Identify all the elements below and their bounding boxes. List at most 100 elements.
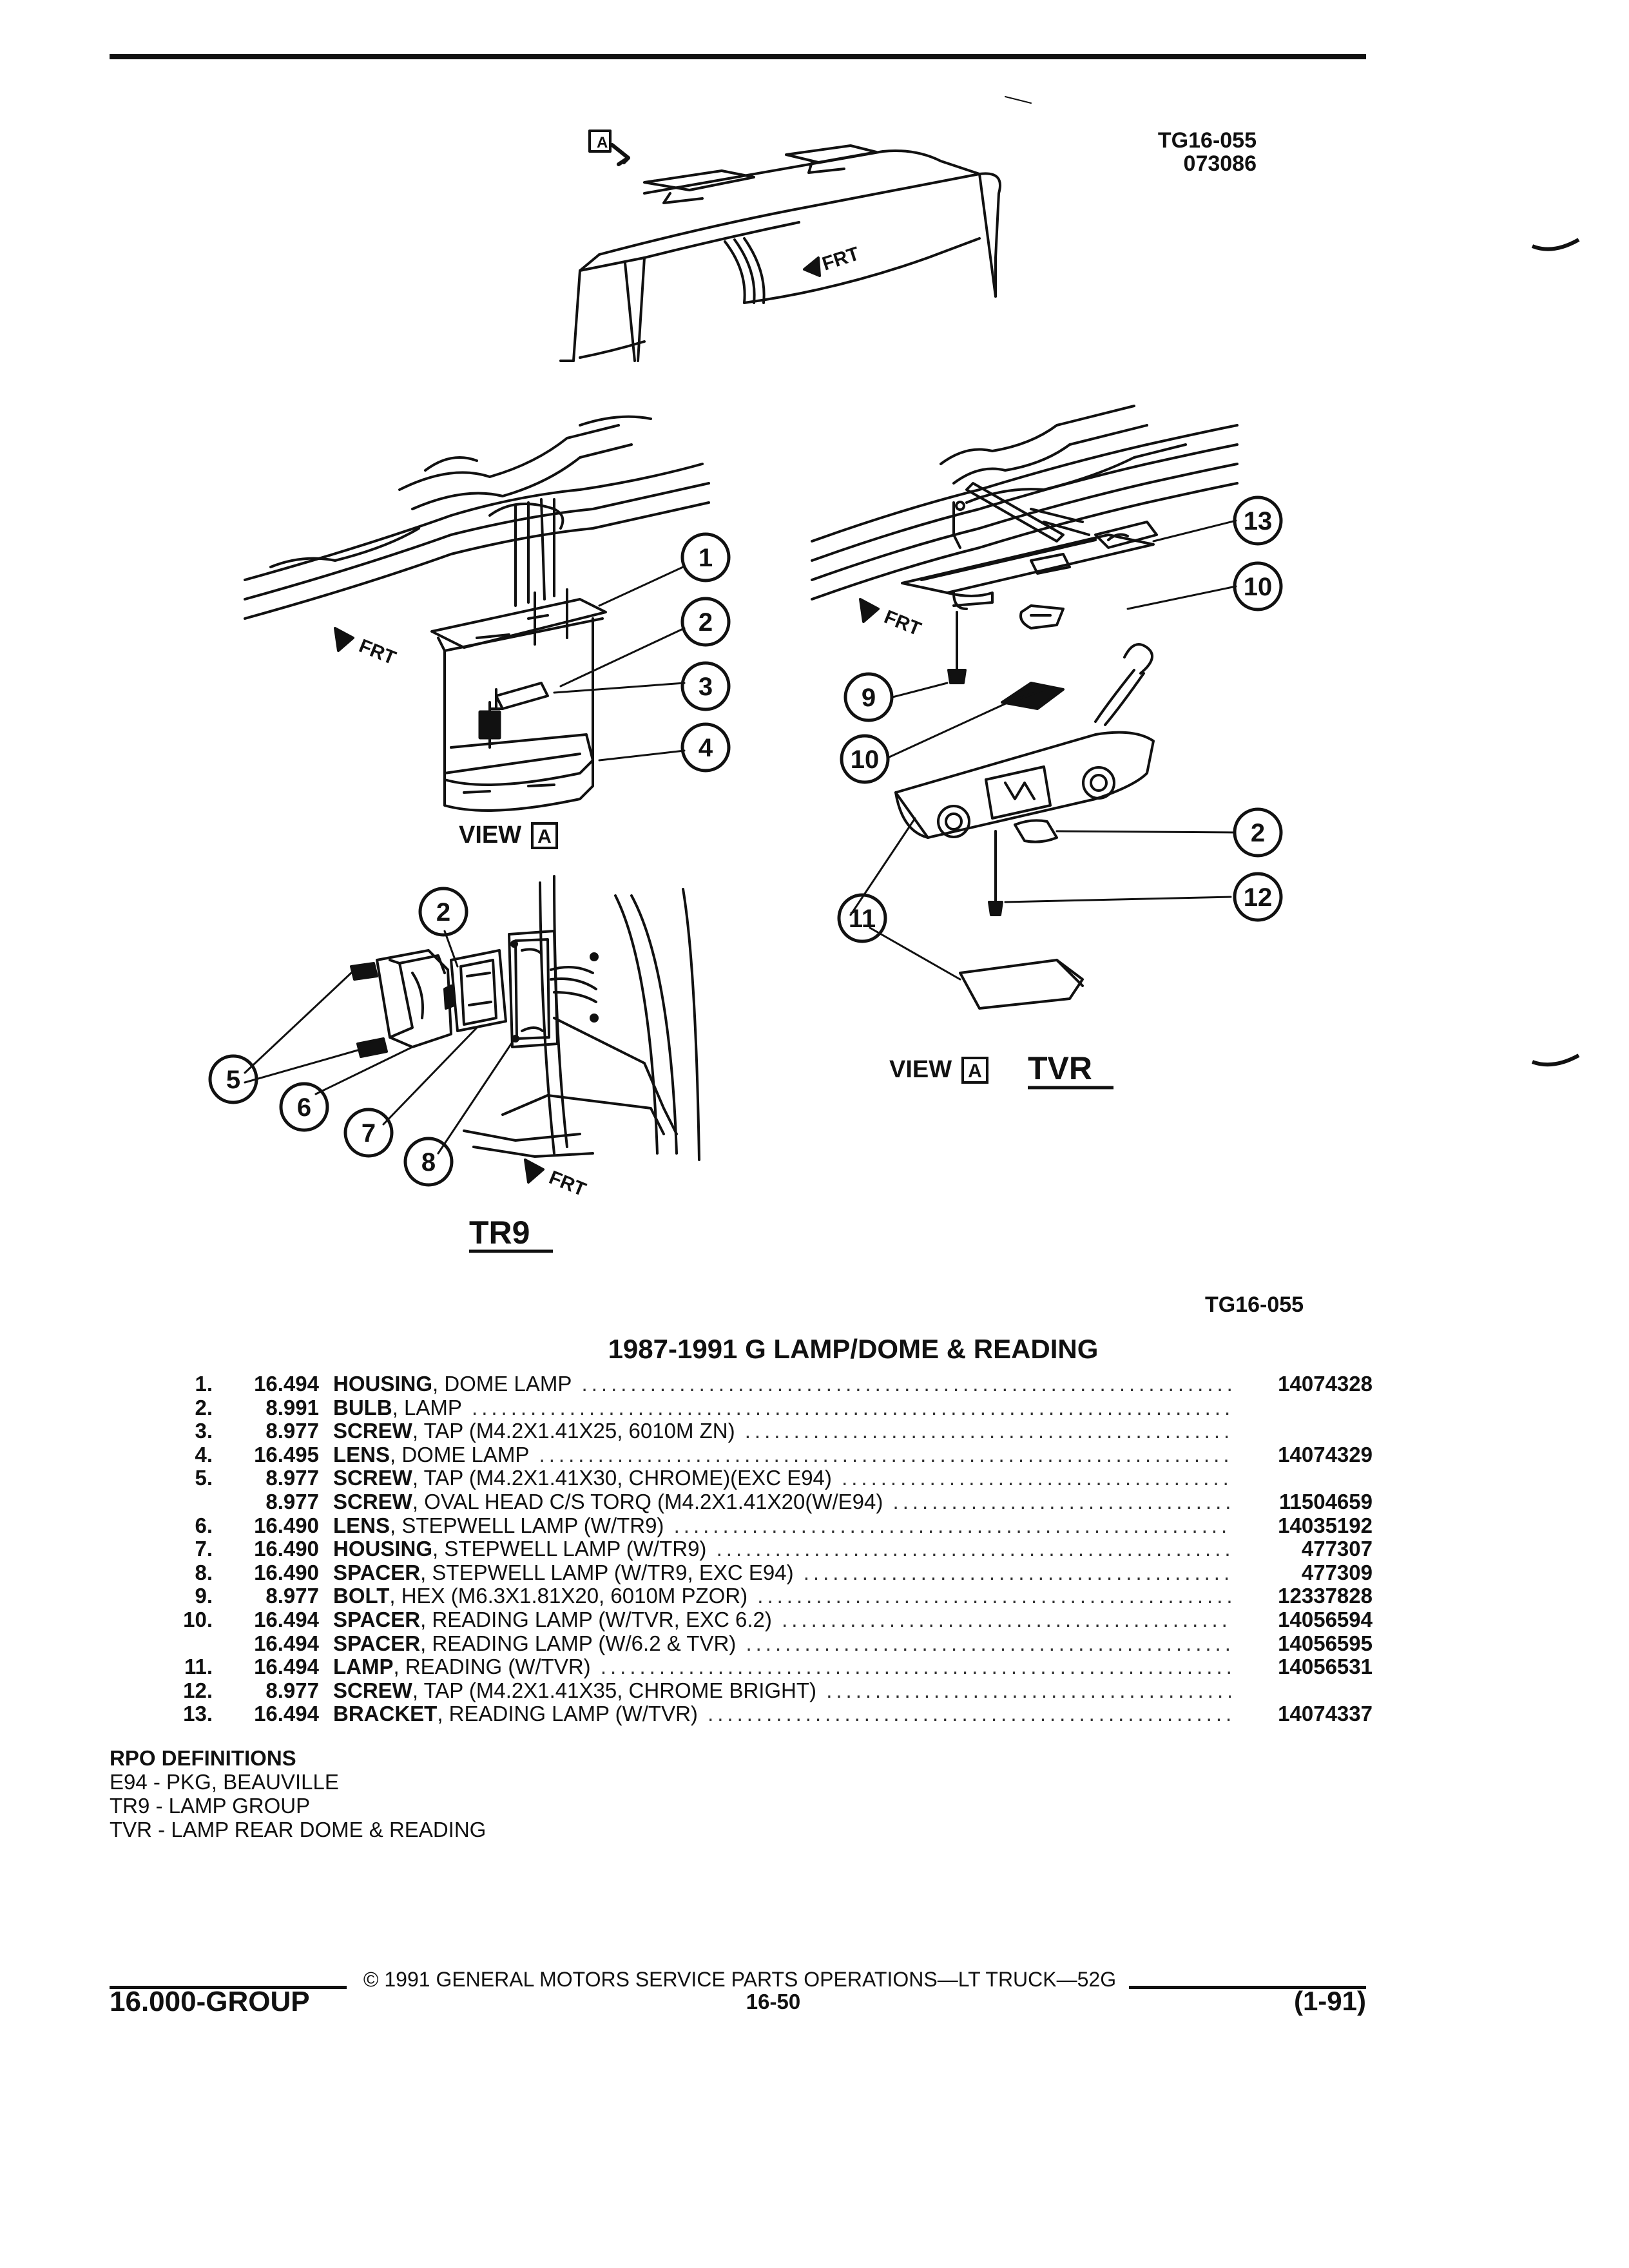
part-group-code: 16.490: [254, 1513, 319, 1537]
part-name: SCREW: [333, 1419, 412, 1443]
part-number-index: 9.: [195, 1584, 213, 1608]
parts-diagram: FRT: [208, 96, 1580, 1253]
leader-dots: ........................................…: [757, 1584, 1231, 1608]
top-rule: [110, 54, 1366, 59]
part-number-index: [148, 1632, 213, 1656]
part-detail: , TAP (M4.2X1.41X25, 6010M ZN): [412, 1419, 735, 1443]
part-number-index: 6.: [195, 1513, 213, 1537]
part-number-index: 12.: [183, 1678, 213, 1702]
svg-text:12: 12: [1244, 883, 1273, 912]
part-group-code: 8.977: [265, 1584, 319, 1608]
leader-dots: ........................................…: [744, 1419, 1231, 1443]
part-detail: , READING (W/TVR): [393, 1655, 591, 1679]
part-catalog-number: 11504659: [1278, 1489, 1373, 1514]
svg-text:10: 10: [1244, 573, 1273, 601]
part-group-code: 8.977: [265, 1419, 319, 1443]
part-name: SCREW: [333, 1490, 412, 1514]
svg-text:10: 10: [851, 745, 880, 774]
part-name: LAMP: [333, 1655, 394, 1679]
svg-text:A: A: [597, 134, 608, 151]
parts-list-title: 1987-1991 G LAMP/DOME & READING: [608, 1334, 1099, 1364]
van-body-illustration: FRT: [559, 96, 1032, 362]
leader-dots: ........................................…: [746, 1631, 1231, 1655]
part-group-code: 16.494: [254, 1655, 319, 1679]
part-detail: , READING LAMP (W/TVR, EXC 6.2): [420, 1608, 772, 1631]
svg-text:FRT: FRT: [546, 1167, 588, 1200]
part-group-code: 8.991: [265, 1395, 319, 1419]
part-group-code: 8.977: [265, 1466, 319, 1490]
leader-dots: ........................................…: [472, 1396, 1231, 1419]
svg-text:9: 9: [862, 684, 876, 712]
part-catalog-number: 14056531: [1278, 1655, 1373, 1679]
part-group-code: 16.494: [254, 1631, 319, 1655]
svg-text:VIEW: VIEW: [889, 1056, 952, 1083]
svg-text:TVR: TVR: [1028, 1050, 1092, 1086]
part-group-code: 16.494: [254, 1702, 319, 1726]
part-catalog-number: 14074329: [1278, 1442, 1373, 1466]
figure-reference: TG16-055: [1205, 1293, 1304, 1317]
part-description: SCREW, TAP (M4.2X1.41X35, CHROME BRIGHT)…: [319, 1679, 1231, 1703]
svg-text:FRT: FRT: [356, 635, 398, 669]
part-name: SCREW: [333, 1678, 412, 1702]
part-group-code: 16.494: [254, 1372, 319, 1396]
part-description: SPACER, READING LAMP (W/TVR, EXC 6.2) ..…: [319, 1608, 1231, 1632]
part-description: BULB, LAMP .............................…: [319, 1396, 1231, 1420]
part-group-code: 16.490: [254, 1537, 319, 1561]
figure-id: TG16-055: [1157, 128, 1257, 153]
leader-dots: ........................................…: [673, 1514, 1231, 1537]
part-number-index: 7.: [195, 1537, 213, 1561]
part-catalog-number: 14035192: [1278, 1513, 1373, 1537]
part-description: LENS, STEPWELL LAMP (W/TR9) ............…: [319, 1514, 1231, 1538]
part-name: SPACER: [333, 1561, 421, 1584]
part-detail: , TAP (M4.2X1.41X30, CHROME)(EXC E94): [412, 1466, 832, 1490]
part-number-index: 11.: [184, 1655, 213, 1679]
footer-date: (1-91): [1293, 1986, 1366, 2016]
part-number-index: 13.: [183, 1702, 213, 1726]
part-detail: , STEPWELL LAMP (W/TR9): [390, 1514, 664, 1537]
part-catalog-number: 14074337: [1278, 1702, 1373, 1726]
callout-circles: [208, 495, 1283, 1187]
part-detail: , TAP (M4.2X1.41X35, CHROME BRIGHT): [412, 1678, 817, 1702]
part-name: HOUSING: [333, 1537, 433, 1561]
leader-dots: ........................................…: [708, 1702, 1231, 1726]
callout-numbers: 1 2 3 4 13 10 9 10 2 12 11 2 5 6 7 8: [226, 507, 1272, 1177]
part-name: LENS: [333, 1514, 390, 1537]
part-name: BRACKET: [333, 1702, 438, 1726]
part-catalog-number: [1231, 1419, 1373, 1443]
part-name: LENS: [333, 1443, 390, 1466]
part-group-code: 16.490: [254, 1560, 319, 1584]
svg-text:5: 5: [226, 1066, 240, 1094]
svg-text:2: 2: [1251, 819, 1265, 847]
svg-text:2: 2: [699, 608, 713, 637]
svg-text:A: A: [968, 1061, 982, 1082]
part-catalog-number: 477307: [1301, 1537, 1373, 1561]
svg-text:4: 4: [699, 734, 713, 762]
svg-text:1: 1: [699, 544, 713, 572]
part-group-code: 8.977: [265, 1489, 319, 1514]
svg-text:6: 6: [297, 1093, 311, 1122]
footer-group: 16.000-GROUP: [110, 1986, 310, 2017]
part-description: HOUSING, STEPWELL LAMP (W/TR9) .........…: [319, 1537, 1231, 1561]
svg-text:13: 13: [1244, 507, 1273, 535]
part-detail: , READING LAMP (W/TVR): [437, 1702, 698, 1726]
part-description: SCREW, OVAL HEAD C/S TORQ (M4.2X1.41X20(…: [319, 1490, 1231, 1514]
part-detail: , DOME LAMP: [432, 1372, 572, 1396]
part-detail: , READING LAMP (W/6.2 & TVR): [420, 1631, 737, 1655]
leader-dots: ........................................…: [842, 1466, 1231, 1490]
part-number-index: 1.: [195, 1372, 213, 1396]
footer-rule-left: [110, 1986, 347, 1989]
leader-dots: ........................................…: [600, 1655, 1231, 1679]
date-code: 073086: [1183, 151, 1257, 176]
rpo-item: E94 - PKG, BEAUVILLE: [110, 1770, 339, 1794]
part-description: BRACKET, READING LAMP (W/TVR) ..........…: [319, 1702, 1231, 1726]
leader-dots: ........................................…: [782, 1608, 1231, 1631]
part-detail: , DOME LAMP: [390, 1443, 530, 1466]
part-detail: , OVAL HEAD C/S TORQ (M4.2X1.41X20(W/E94…: [412, 1490, 883, 1514]
